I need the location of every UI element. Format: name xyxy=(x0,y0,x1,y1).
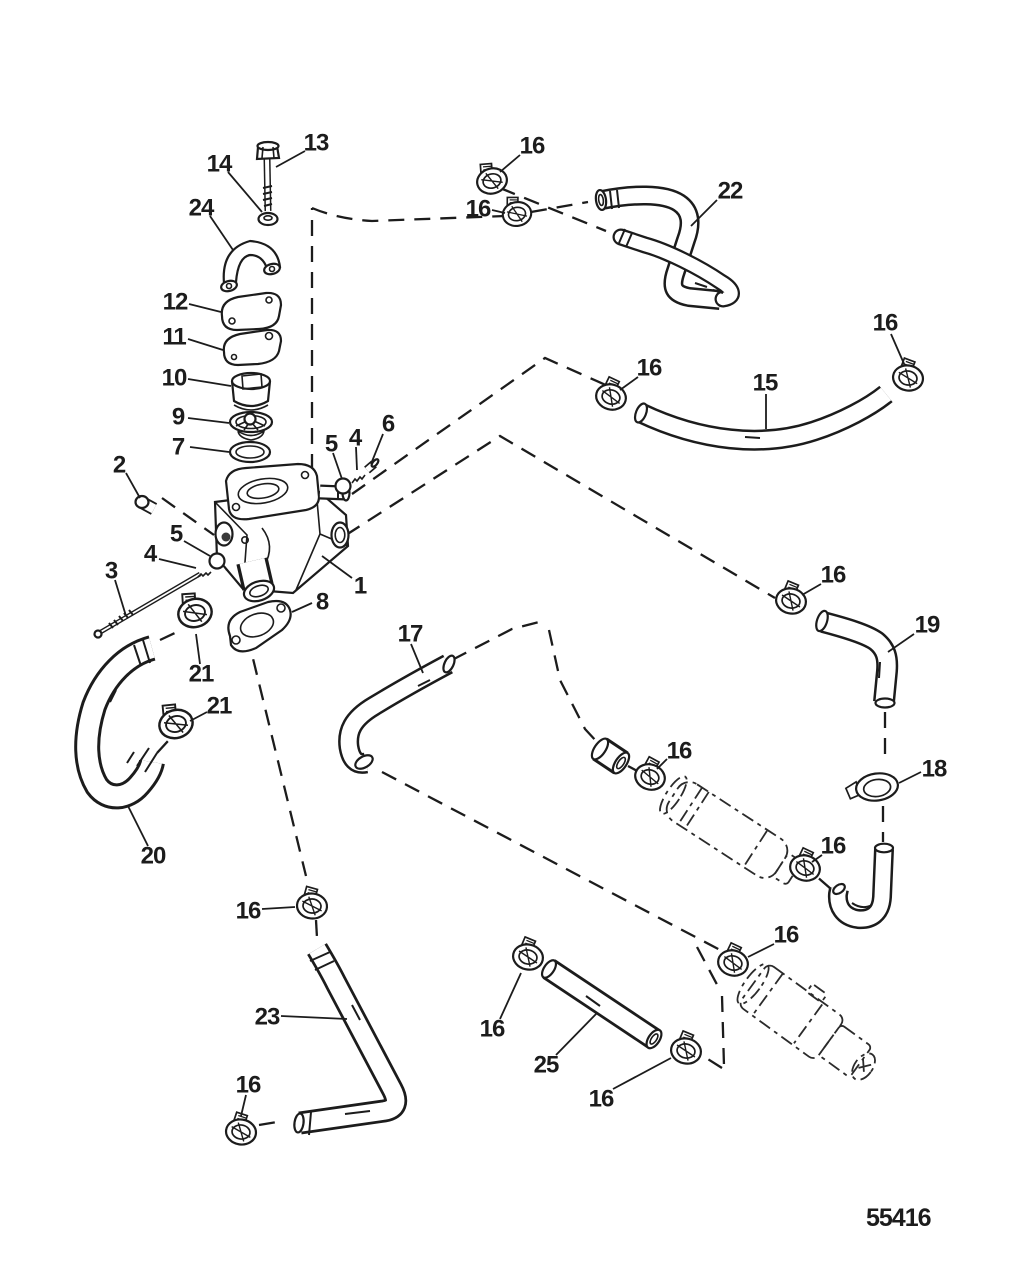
callout-4: 4 xyxy=(349,425,363,452)
callout-7: 7 xyxy=(172,434,185,461)
hose-clamp-16 xyxy=(509,934,548,974)
callout-1: 1 xyxy=(354,573,367,600)
callout-16: 16 xyxy=(236,898,261,925)
callout-18: 18 xyxy=(922,756,947,783)
spring-4-upper xyxy=(351,474,366,484)
callout-13: 13 xyxy=(304,130,329,157)
hose-clamp-16 xyxy=(223,1109,260,1148)
hose-22 xyxy=(594,185,740,310)
hose-clamp-16 xyxy=(294,884,330,921)
callout-22: 22 xyxy=(718,178,743,205)
callout-15: 15 xyxy=(753,370,778,397)
callout-8: 8 xyxy=(316,589,329,616)
hose-23 xyxy=(293,943,408,1136)
hose-17 xyxy=(338,654,456,774)
washer-14 xyxy=(257,211,279,227)
callout-19: 19 xyxy=(915,612,940,639)
o-ring-7 xyxy=(228,440,272,464)
sleeve-10 xyxy=(230,371,272,411)
callout-6: 6 xyxy=(382,411,395,438)
callout-20: 20 xyxy=(141,843,166,870)
retainer-bracket-24 xyxy=(220,239,282,293)
check-ball-5-upper xyxy=(334,477,352,495)
callout-21: 21 xyxy=(207,693,232,720)
callout-16: 16 xyxy=(667,738,692,765)
callout-16: 16 xyxy=(589,1086,614,1113)
callout-5: 5 xyxy=(325,431,338,458)
callout-4: 4 xyxy=(144,541,158,568)
callout-16: 16 xyxy=(520,133,545,160)
hose-clamp-16 xyxy=(889,355,928,395)
fitting-6 xyxy=(364,458,380,474)
callout-25: 25 xyxy=(534,1052,559,1079)
callout-11: 11 xyxy=(162,324,186,351)
hose-clamp-21 xyxy=(172,587,216,632)
callout-14: 14 xyxy=(207,151,233,178)
hose-clamp-16 xyxy=(592,373,632,415)
callout-21: 21 xyxy=(189,661,214,688)
hose-19 xyxy=(815,609,899,709)
hose-20 xyxy=(74,635,165,810)
callout-16: 16 xyxy=(480,1016,505,1043)
callout-12: 12 xyxy=(163,289,188,316)
thermostat-9 xyxy=(228,410,274,441)
oil-cooler-phantom xyxy=(659,775,802,885)
callout-10: 10 xyxy=(162,365,187,392)
clamp-bracket-18 xyxy=(843,769,901,806)
hose-clamp-16 xyxy=(667,1028,706,1068)
callout-5: 5 xyxy=(170,521,183,548)
callout-24: 24 xyxy=(189,195,215,222)
hose-clamp-16 xyxy=(772,578,811,618)
pump-phantom xyxy=(736,963,876,1081)
hose-clamp-16 xyxy=(630,753,672,795)
callout-3: 3 xyxy=(105,558,118,585)
spring-4-lower xyxy=(197,571,212,578)
gasket-plate-11 xyxy=(222,328,283,367)
hose-clamp-16 xyxy=(786,844,826,886)
callout-9: 9 xyxy=(172,404,185,431)
drawing-number: 55416 xyxy=(866,1204,931,1232)
cover-plate-12 xyxy=(220,291,283,332)
callout-16: 16 xyxy=(637,355,662,382)
thermostat-housing xyxy=(213,462,351,603)
callout-16: 16 xyxy=(821,833,846,860)
bolt-13 xyxy=(255,140,281,212)
callout-2: 2 xyxy=(113,452,126,479)
hose-clamp-21 xyxy=(152,697,198,744)
hose-elbow-lower xyxy=(827,842,895,930)
gasket-8 xyxy=(227,599,292,653)
callout-17: 17 xyxy=(398,621,423,648)
hose-25 xyxy=(540,959,663,1050)
callout-16: 16 xyxy=(236,1072,261,1099)
callout-leaders xyxy=(114,150,922,1117)
callout-16: 16 xyxy=(466,196,491,223)
callout-16: 16 xyxy=(873,310,898,337)
callout-16: 16 xyxy=(821,562,846,589)
hose-coupler-sleeve xyxy=(590,737,631,775)
hose-clamp-16 xyxy=(471,157,511,199)
callout-16: 16 xyxy=(774,922,799,949)
hose-clamp-16 xyxy=(714,939,754,981)
check-ball-5-lower xyxy=(208,552,226,570)
callout-23: 23 xyxy=(255,1004,280,1031)
plug-2 xyxy=(134,494,158,515)
hose-15 xyxy=(633,385,893,451)
drain-rod-3 xyxy=(93,572,202,639)
